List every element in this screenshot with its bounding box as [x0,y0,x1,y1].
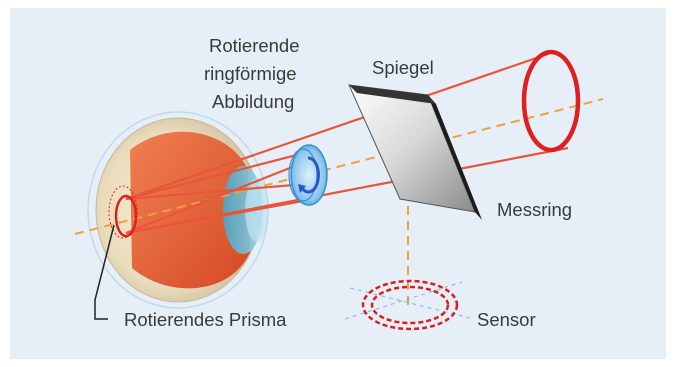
label-rotating-prism: Rotierendes Prisma [124,309,287,330]
label-rotating-image-line3: Abbildung [212,91,294,112]
label-measuring-ring: Messring [497,199,572,220]
rotating-ring-lens [289,145,327,205]
label-rotating-image-line1: Rotierende [209,35,300,56]
label-rotating-image-line2: ringförmige [204,63,297,84]
label-sensor: Sensor [477,309,536,330]
label-mirror: Spiegel [372,57,434,78]
